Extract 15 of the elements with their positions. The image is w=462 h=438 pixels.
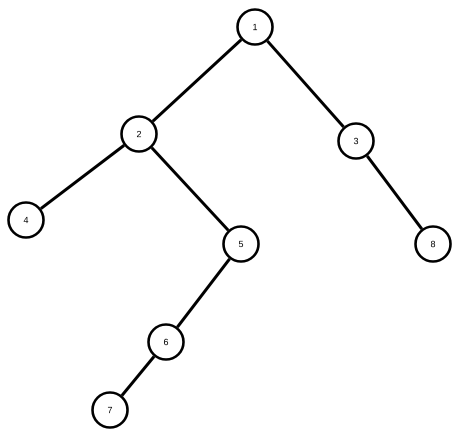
tree-node: 1 <box>236 8 274 46</box>
tree-node: 2 <box>120 115 158 153</box>
edge-line <box>176 258 231 328</box>
tree-node: 5 <box>222 225 260 263</box>
tree-node: 8 <box>414 225 452 263</box>
tree-node: 6 <box>147 323 185 361</box>
edge-line <box>152 38 242 122</box>
edge-line <box>120 356 156 396</box>
edge-line <box>266 40 345 128</box>
tree-node: 4 <box>7 201 45 239</box>
edge-line <box>40 144 125 210</box>
tree-node: 7 <box>91 391 129 429</box>
edge-line <box>366 155 423 230</box>
edge-line <box>150 146 230 232</box>
tree-node: 3 <box>337 122 375 160</box>
